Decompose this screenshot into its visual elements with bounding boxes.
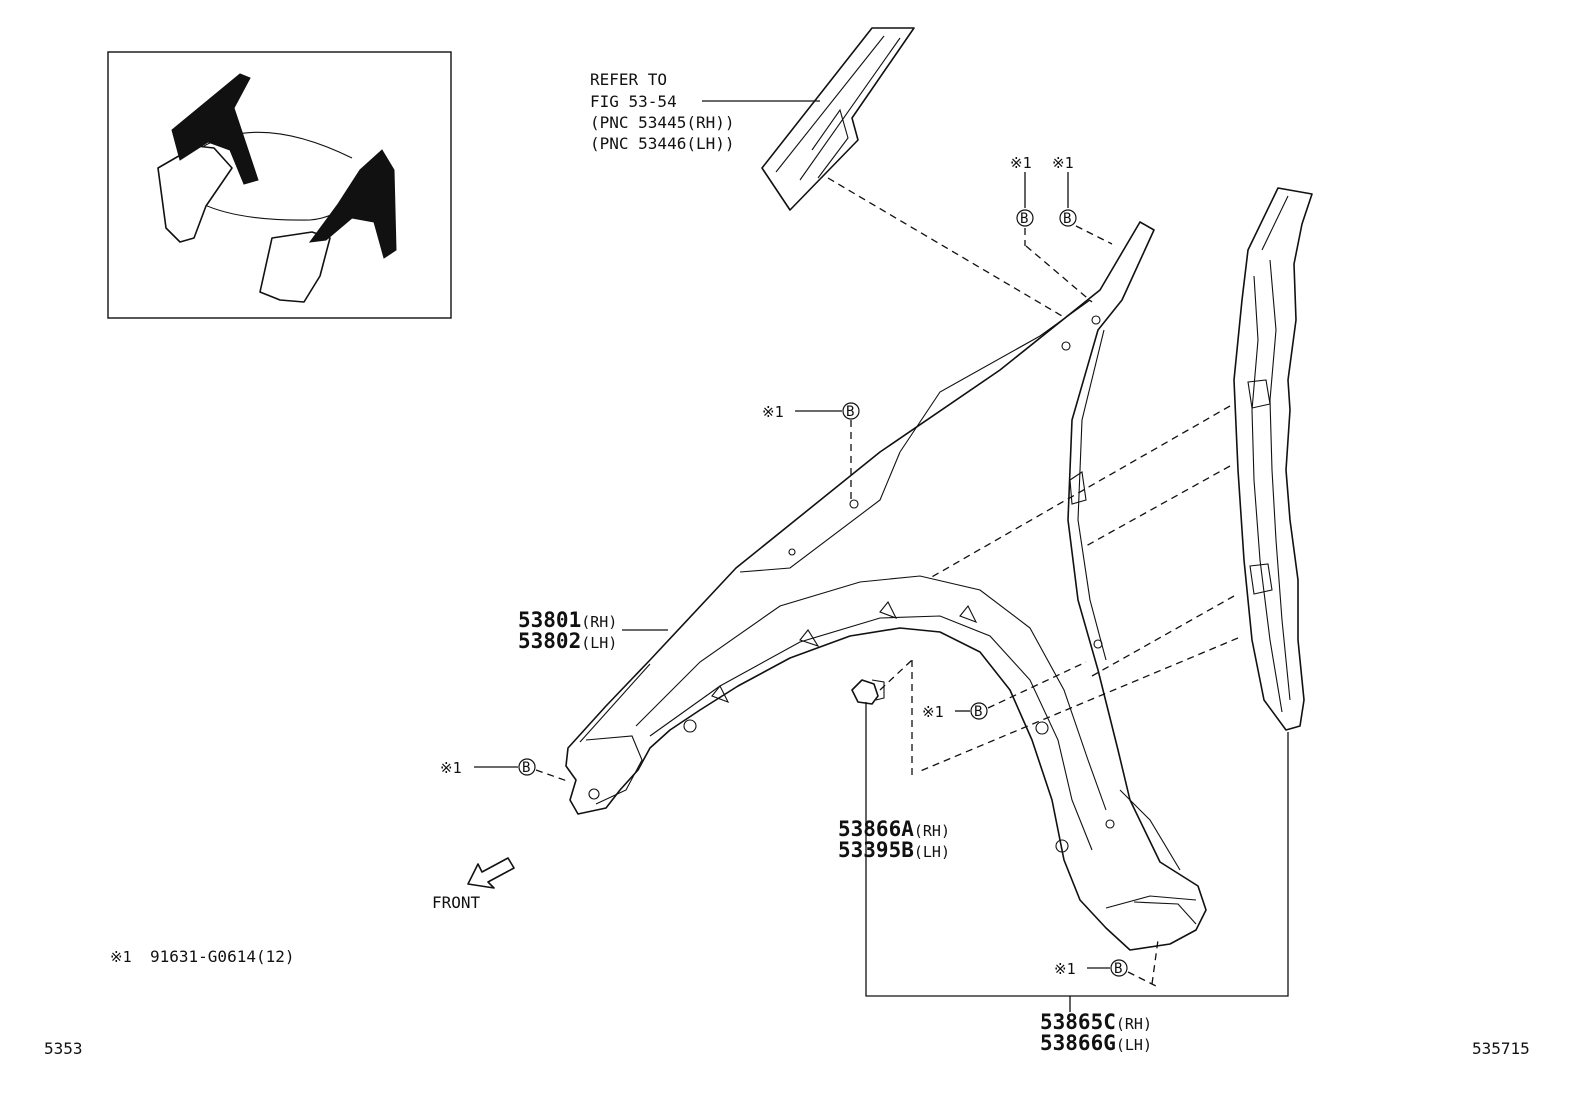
liner-part-number: 53865C(RH) 53866G(LH) <box>1040 1010 1152 1055</box>
svg-text:53801(RH): 53801(RH) <box>518 608 617 632</box>
svg-text:53866A(RH): 53866A(RH) <box>838 817 950 841</box>
front-label: FRONT <box>432 893 481 912</box>
svg-text:※1: ※1 <box>762 403 784 421</box>
corner-code-left: 5353 <box>44 1039 83 1058</box>
svg-text:(PNC 53445(RH)): (PNC 53445(RH)) <box>590 113 735 132</box>
bolt-marker-top-1: ※1 B <box>1010 154 1034 246</box>
svg-text:B: B <box>1020 211 1028 227</box>
svg-text:FIG 53-54: FIG 53-54 <box>590 92 677 111</box>
svg-text:B: B <box>1063 211 1071 227</box>
svg-text:※1: ※1 <box>110 948 132 966</box>
svg-text:(PNC 53446(LH)): (PNC 53446(LH)) <box>590 134 735 153</box>
corner-code-right: 535715 <box>1472 1039 1530 1058</box>
windshield-trim-piece <box>761 27 915 211</box>
svg-text:B: B <box>522 760 530 776</box>
svg-text:53866G(LH): 53866G(LH) <box>1040 1031 1152 1055</box>
svg-text:REFER TO: REFER TO <box>590 70 667 89</box>
footnote: ※1 91631-G0614(12) <box>110 947 295 966</box>
svg-text:※1: ※1 <box>922 703 944 721</box>
svg-text:53395B(LH): 53395B(LH) <box>838 838 950 862</box>
svg-text:53802(LH): 53802(LH) <box>518 629 617 653</box>
svg-text:B: B <box>974 704 982 720</box>
svg-text:53865C(RH): 53865C(RH) <box>1040 1010 1152 1034</box>
bolt-marker-middle: ※1 B <box>922 661 1087 721</box>
bolt-marker-upper: ※1 B <box>762 402 860 500</box>
refer-to-note: REFER TO FIG 53-54 (PNC 53445(RH)) (PNC … <box>590 70 735 153</box>
svg-text:※1: ※1 <box>1054 960 1076 978</box>
svg-text:※1: ※1 <box>440 759 462 777</box>
bolt-marker-top-2: ※1 B <box>1052 154 1113 245</box>
svg-text:※1: ※1 <box>1052 154 1074 172</box>
fender-clip <box>851 659 913 705</box>
bolt-marker-left: ※1 B <box>440 758 571 783</box>
svg-text:91631-G0614(12): 91631-G0614(12) <box>150 947 295 966</box>
front-direction-arrow-icon <box>467 857 515 889</box>
svg-text:B: B <box>846 404 854 420</box>
front-fender-panel <box>565 221 1207 951</box>
svg-text:B: B <box>1114 961 1122 977</box>
bolt-marker-bottom: ※1 B <box>1054 939 1159 987</box>
fender-liner-seal <box>1233 187 1313 731</box>
clip-part-number: 53866A(RH) 53395B(LH) <box>838 817 950 862</box>
locator-thumbnail <box>107 51 452 319</box>
svg-text:※1: ※1 <box>1010 154 1032 172</box>
fender-part-number: 53801(RH) 53802(LH) <box>518 608 617 653</box>
